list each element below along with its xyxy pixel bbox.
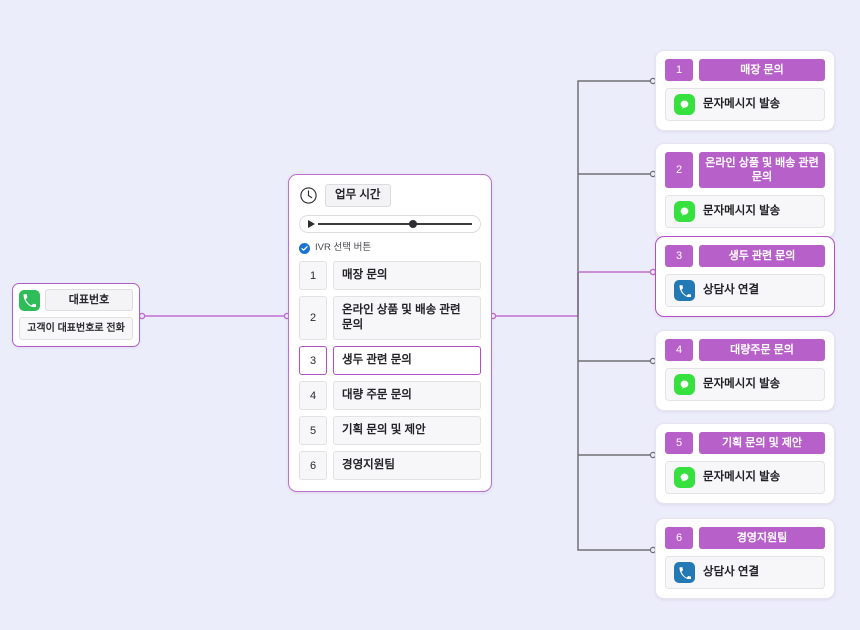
destination-card-5[interactable]: 5 기획 문의 및 제안 문자메시지 발송 [655,423,835,504]
message-green-icon [674,467,695,488]
destination-number: 2 [665,152,693,188]
destination-action-label: 문자메시지 발송 [703,98,781,110]
destination-number: 1 [665,59,693,81]
destination-header: 3 생두 관련 문의 [665,245,825,267]
destination-header: 2 온라인 상품 및 배송 관련 문의 [665,152,825,188]
ivr-option-label: 생두 관련 문의 [333,346,481,375]
destination-number: 3 [665,245,693,267]
entry-node-header: 대표번호 [19,289,133,311]
ivr-option-row[interactable]: 1 매장 문의 [299,261,481,290]
destination-card-1[interactable]: 1 매장 문의 문자메시지 발송 [655,50,835,131]
destination-title: 경영지원팀 [699,527,825,549]
destination-header: 6 경영지원팀 [665,527,825,549]
ivr-option-label: 온라인 상품 및 배송 관련 문의 [333,296,481,340]
destination-action-label: 상담사 연결 [703,284,760,296]
ivr-option-number: 3 [299,346,327,375]
message-green-icon [674,94,695,115]
ivr-option-label: 대량 주문 문의 [333,381,481,410]
destination-action[interactable]: 상담사 연결 [665,274,825,307]
entry-node-subtitle: 고객이 대표번호로 전화 [19,317,133,340]
ivr-select-button-label: IVR 선택 버튼 [315,242,372,253]
slider-track[interactable] [318,220,472,228]
ivr-option-number: 6 [299,451,327,480]
ivr-option-label: 기획 문의 및 제안 [333,416,481,445]
destination-action[interactable]: 문자메시지 발송 [665,461,825,494]
destination-card-4[interactable]: 4 대량주문 문의 문자메시지 발송 [655,330,835,411]
message-green-icon [674,374,695,395]
destination-action[interactable]: 상담사 연결 [665,556,825,589]
destination-header: 1 매장 문의 [665,59,825,81]
play-icon [308,220,315,228]
ivr-option-row-selected[interactable]: 3 생두 관련 문의 [299,346,481,375]
ivr-node-title: 업무 시간 [325,184,391,207]
ivr-option-row[interactable]: 5 기획 문의 및 제안 [299,416,481,445]
destination-title: 기획 문의 및 제안 [699,432,825,454]
ivr-option-number: 2 [299,296,327,340]
destination-card-2[interactable]: 2 온라인 상품 및 배송 관련 문의 문자메시지 발송 [655,143,835,238]
wire-branch-6 [577,272,653,551]
wire-entry-to-ivr [138,312,291,320]
destination-number: 5 [665,432,693,454]
ivr-option-label: 경영지원팀 [333,451,481,480]
ivr-option-number: 5 [299,416,327,445]
ivr-option-row[interactable]: 4 대량 주문 문의 [299,381,481,410]
destination-number: 6 [665,527,693,549]
destination-card-6[interactable]: 6 경영지원팀 상담사 연결 [655,518,835,599]
ivr-option-number: 1 [299,261,327,290]
destination-action-label: 상담사 연결 [703,566,760,578]
ivr-option-row[interactable]: 6 경영지원팀 [299,451,481,480]
phone-blue-icon [674,562,695,583]
ivr-node-header: 업무 시간 [299,184,481,207]
destination-card-3[interactable]: 3 생두 관련 문의 상담사 연결 [655,236,835,317]
ivr-option-list: 1 매장 문의 2 온라인 상품 및 배송 관련 문의 3 생두 관련 문의 4… [299,261,481,480]
destination-action[interactable]: 문자메시지 발송 [665,368,825,401]
entry-node-main-number[interactable]: 대표번호 고객이 대표번호로 전화 [12,283,140,347]
clock-icon [299,186,318,205]
destination-action-label: 문자메시지 발송 [703,471,781,483]
destination-title: 대량주문 문의 [699,339,825,361]
destination-action-label: 문자메시지 발송 [703,378,781,390]
entry-node-title: 대표번호 [45,289,133,311]
destination-action[interactable]: 문자메시지 발송 [665,195,825,228]
ivr-option-label: 매장 문의 [333,261,481,290]
phone-green-icon [19,289,40,311]
check-circle-icon [299,242,310,254]
slider-handle[interactable] [409,220,418,228]
destination-title: 온라인 상품 및 배송 관련 문의 [699,152,825,188]
message-green-icon [674,201,695,222]
ivr-node[interactable]: 업무 시간 IVR 선택 버튼 1 매장 문의 2 온라인 상품 및 배송 관련… [288,174,492,492]
destination-header: 4 대량주문 문의 [665,339,825,361]
ivr-option-row[interactable]: 2 온라인 상품 및 배송 관련 문의 [299,296,481,340]
wire-ivr-to-trunk [489,272,579,320]
phone-blue-icon [674,280,695,301]
destination-action[interactable]: 문자메시지 발송 [665,88,825,121]
ivr-option-number: 4 [299,381,327,410]
wire-branch-1 [577,80,653,272]
destination-title: 생두 관련 문의 [699,245,825,267]
destination-number: 4 [665,339,693,361]
time-range-slider[interactable] [299,215,481,233]
destination-header: 5 기획 문의 및 제안 [665,432,825,454]
destination-title: 매장 문의 [699,59,825,81]
ivr-select-button-row: IVR 선택 버튼 [299,242,481,254]
destination-action-label: 문자메시지 발송 [703,205,781,217]
